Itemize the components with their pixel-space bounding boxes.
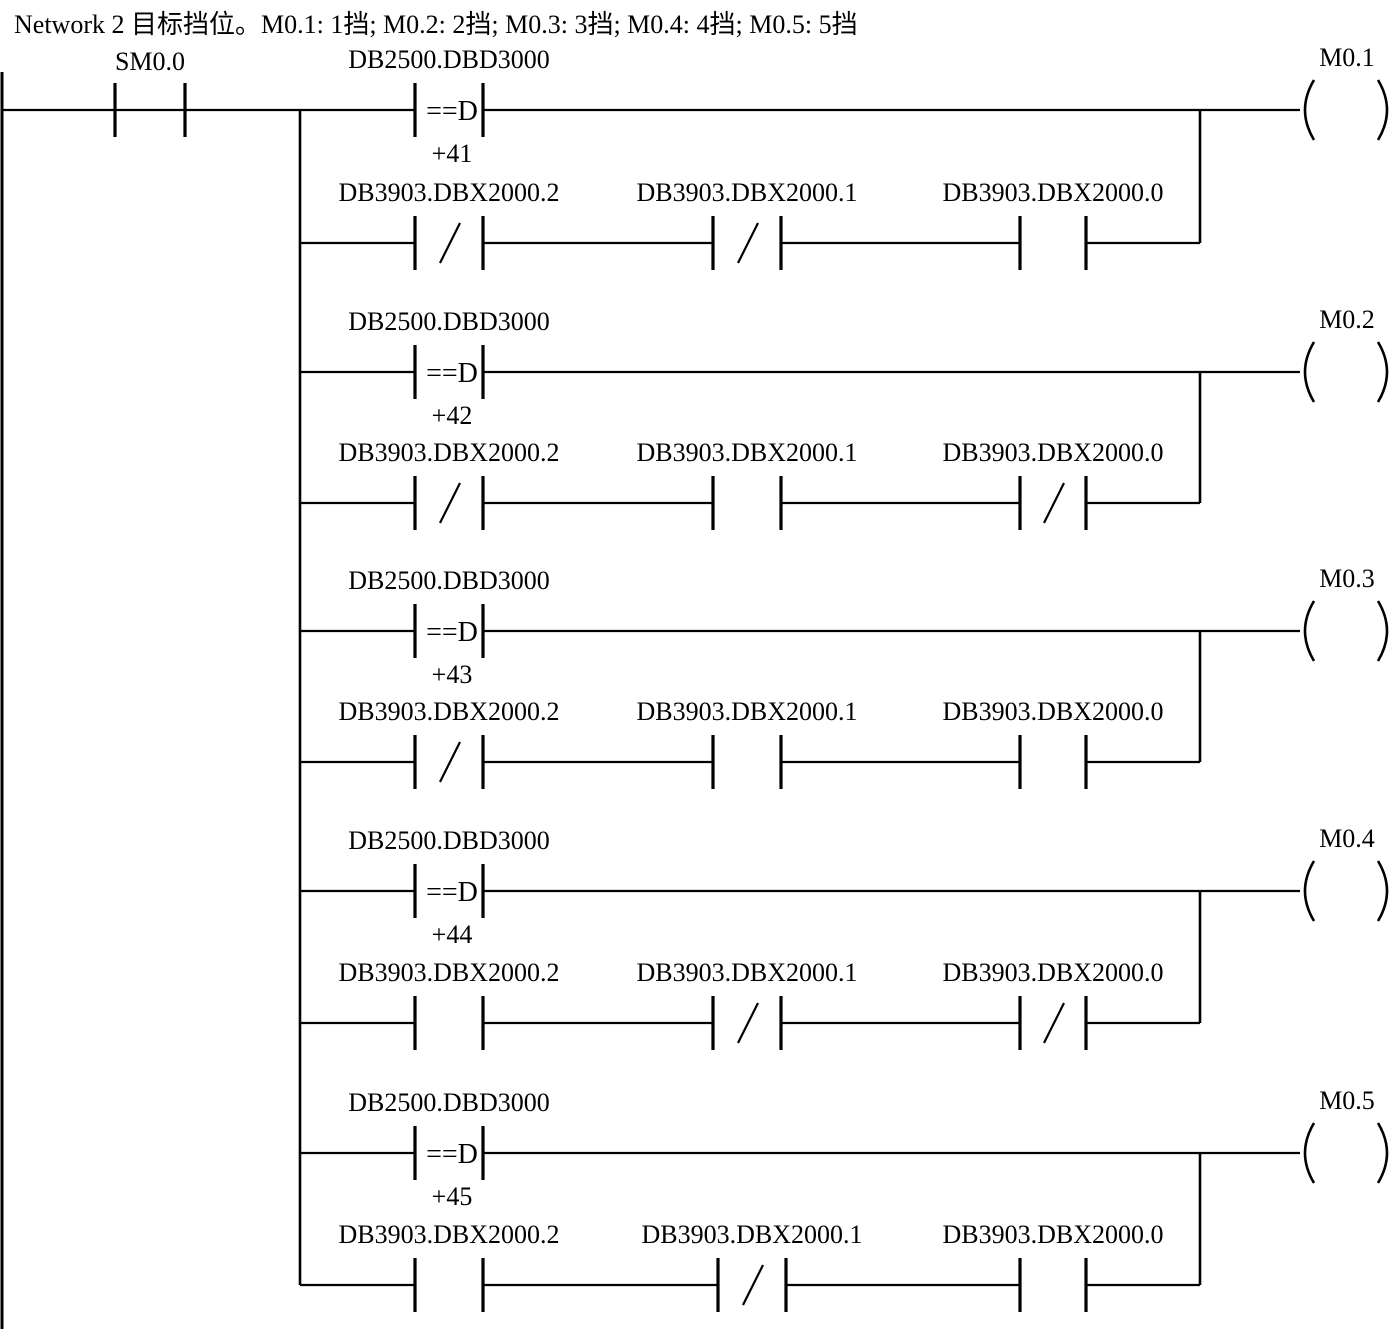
compare-constant-5: +45 [432, 1182, 473, 1211]
compare-operator-4: ==D [426, 877, 478, 908]
contact-label-5-2: DB3903.DBX2000.1 [641, 1220, 862, 1249]
contact-nc-slash-3-1 [439, 741, 461, 783]
contact-nc-slash-4-3 [1043, 1002, 1065, 1044]
contact-nc-slash-2-1 [439, 482, 461, 524]
contact-label-4-1: DB3903.DBX2000.2 [338, 958, 559, 987]
network-title: Network 2 目标挡位。M0.1: 1挡; M0.2: 2挡; M0.3:… [14, 10, 858, 39]
coil-label-5: M0.5 [1319, 1086, 1375, 1115]
contact-label-5-1: DB3903.DBX2000.2 [338, 1220, 559, 1249]
coil-label-1: M0.1 [1319, 43, 1375, 72]
coil-right-arc-3[interactable] [1376, 600, 1389, 662]
coil-label-3: M0.3 [1319, 564, 1375, 593]
compare-operand-3: DB2500.DBD3000 [348, 566, 550, 595]
compare-operand-4: DB2500.DBD3000 [348, 826, 550, 855]
coil-label-2: M0.2 [1319, 305, 1375, 334]
coil-left-arc-3[interactable] [1303, 600, 1316, 662]
contact-nc-slash-4-2 [737, 1002, 759, 1044]
coil-left-arc-5[interactable] [1303, 1122, 1316, 1184]
coil-label-4: M0.4 [1319, 824, 1375, 853]
contact-label-4-3: DB3903.DBX2000.0 [942, 958, 1163, 987]
contact-label-2-2: DB3903.DBX2000.1 [636, 438, 857, 467]
coil-left-arc-1[interactable] [1303, 79, 1316, 141]
contact-nc-slash-2-3 [1043, 482, 1065, 524]
compare-constant-3: +43 [432, 660, 473, 689]
contact-label-sm00: SM0.0 [115, 47, 185, 76]
compare-operand-2: DB2500.DBD3000 [348, 307, 550, 336]
contact-label-4-2: DB3903.DBX2000.1 [636, 958, 857, 987]
coil-right-arc-5[interactable] [1376, 1122, 1389, 1184]
compare-operator-1: ==D [426, 96, 478, 127]
contact-label-5-3: DB3903.DBX2000.0 [942, 1220, 1163, 1249]
compare-operand-1: DB2500.DBD3000 [348, 45, 550, 74]
compare-constant-1: +41 [432, 139, 473, 168]
contact-nc-slash-1-1 [439, 222, 461, 264]
contact-label-3-1: DB3903.DBX2000.2 [338, 697, 559, 726]
coil-left-arc-2[interactable] [1303, 341, 1316, 403]
coil-right-arc-4[interactable] [1376, 860, 1389, 922]
coil-right-arc-2[interactable] [1376, 341, 1389, 403]
contact-label-2-3: DB3903.DBX2000.0 [942, 438, 1163, 467]
compare-constant-4: +44 [432, 920, 473, 949]
compare-operator-5: ==D [426, 1139, 478, 1170]
compare-constant-2: +42 [432, 401, 473, 430]
contact-label-3-2: DB3903.DBX2000.1 [636, 697, 857, 726]
compare-operator-2: ==D [426, 358, 478, 389]
contact-nc-slash-1-2 [737, 222, 759, 264]
contact-label-1-1: DB3903.DBX2000.2 [338, 178, 559, 207]
contact-nc-slash-5-2 [742, 1264, 764, 1306]
contact-label-1-2: DB3903.DBX2000.1 [636, 178, 857, 207]
compare-operator-3: ==D [426, 617, 478, 648]
coil-right-arc-1[interactable] [1376, 79, 1389, 141]
contact-label-2-1: DB3903.DBX2000.2 [338, 438, 559, 467]
contact-label-1-3: DB3903.DBX2000.0 [942, 178, 1163, 207]
coil-left-arc-4[interactable] [1303, 860, 1316, 922]
compare-operand-5: DB2500.DBD3000 [348, 1088, 550, 1117]
contact-label-3-3: DB3903.DBX2000.0 [942, 697, 1163, 726]
